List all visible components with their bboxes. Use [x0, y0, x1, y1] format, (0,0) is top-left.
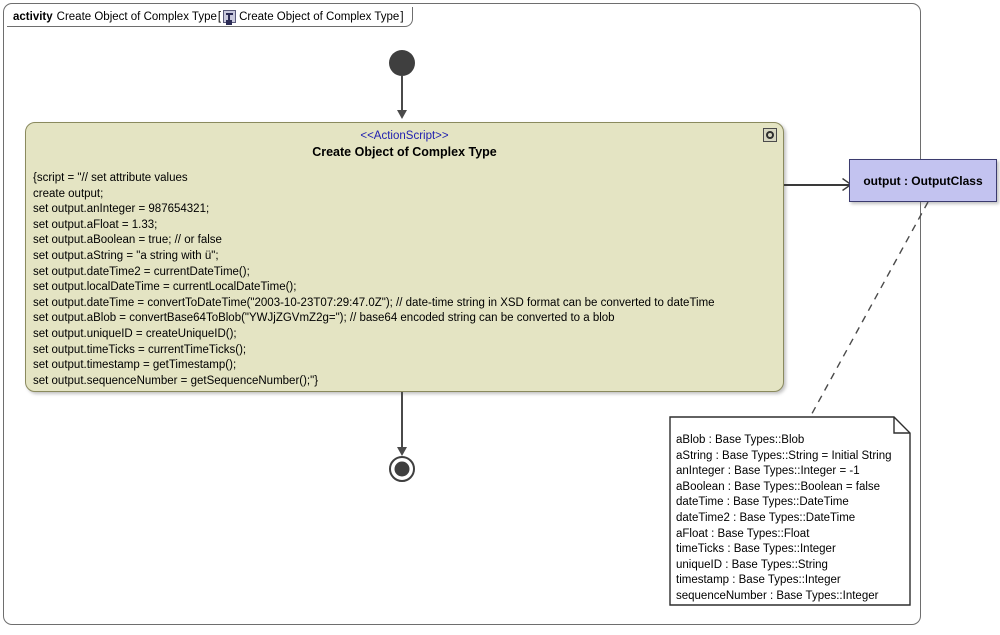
- frame-bracket-close: ]: [400, 10, 404, 23]
- action-script-body: {script = "// set attribute values create…: [33, 171, 783, 389]
- script-line-6: set output.dateTime2 = currentDateTime()…: [33, 265, 250, 278]
- script-line-1: create output;: [33, 187, 104, 200]
- note-line-4: dateTime : Base Types::DateTime: [676, 496, 849, 509]
- activity-diagram-icon: [223, 10, 237, 23]
- frame-bracket-open: [: [217, 10, 222, 23]
- note-line-6: aFloat : Base Types::Float: [676, 527, 810, 540]
- script-line-3: set output.aFloat = 1.33;: [33, 218, 158, 231]
- script-line-8: set output.dateTime = convertToDateTime(…: [33, 296, 715, 309]
- script-line-0: {script = "// set attribute values: [33, 172, 188, 184]
- note-line-8: uniqueID : Base Types::String: [676, 558, 828, 571]
- note-line-5: dateTime2 : Base Types::DateTime: [676, 511, 856, 524]
- output-object-node[interactable]: output : OutputClass: [849, 159, 997, 202]
- control-flow-action-to-final: [401, 392, 403, 451]
- activity-diagram-frame: activity Create Object of Complex Type […: [3, 3, 921, 625]
- script-line-11: set output.timeTicks = currentTimeTicks(…: [33, 343, 247, 356]
- activity-final-node[interactable]: [387, 454, 417, 484]
- note-line-7: timeTicks : Base Types::Integer: [676, 543, 836, 556]
- script-line-10: set output.uniqueID = createUniqueID();: [33, 327, 237, 340]
- note-line-0: aBlob : Base Types::Blob: [676, 434, 805, 446]
- object-flow-line: [784, 184, 850, 186]
- script-line-2: set output.anInteger = 987654321;: [33, 203, 210, 216]
- control-flow-arrowhead-down: [397, 110, 407, 119]
- script-line-4: set output.aBoolean = true; // or false: [33, 234, 222, 247]
- initial-node[interactable]: [389, 50, 415, 76]
- control-flow-arrowhead-down-final: [397, 447, 407, 456]
- note-line-2: anInteger : Base Types::Integer = -1: [676, 465, 860, 478]
- frame-keyword: activity: [13, 10, 53, 23]
- control-flow-initial-to-action: [401, 76, 403, 114]
- action-script-icon: [763, 128, 777, 142]
- note-line-9: timestamp : Base Types::Integer: [676, 574, 841, 587]
- script-line-13: set output.sequenceNumber = getSequenceN…: [33, 374, 319, 387]
- script-line-7: set output.localDateTime = currentLocalD…: [33, 281, 297, 294]
- output-object-label: output : OutputClass: [863, 173, 983, 188]
- action-title: Create Object of Complex Type: [312, 145, 497, 159]
- frame-diagram-name: Create Object of Complex Type: [239, 10, 400, 23]
- note-line-10: sequenceNumber : Base Types::Integer: [676, 589, 879, 602]
- script-line-5: set output.aString = "a string with ü";: [33, 249, 219, 262]
- action-node-create-object[interactable]: <<ActionScript>> Create Object of Comple…: [25, 122, 784, 392]
- action-stereotype: <<ActionScript>>: [360, 130, 449, 142]
- frame-name: Create Object of Complex Type: [56, 10, 217, 23]
- diagram-frame-title-tab: activity Create Object of Complex Type […: [7, 7, 413, 27]
- note-line-3: aBoolean : Base Types::Boolean = false: [676, 480, 881, 493]
- script-line-9: set output.aBlob = convertBase64ToBlob("…: [33, 312, 615, 325]
- note-shape: [669, 416, 911, 606]
- script-line-12: set output.timestamp = getTimestamp();: [33, 359, 237, 372]
- note-line-1: aString : Base Types::String = Initial S…: [676, 449, 892, 462]
